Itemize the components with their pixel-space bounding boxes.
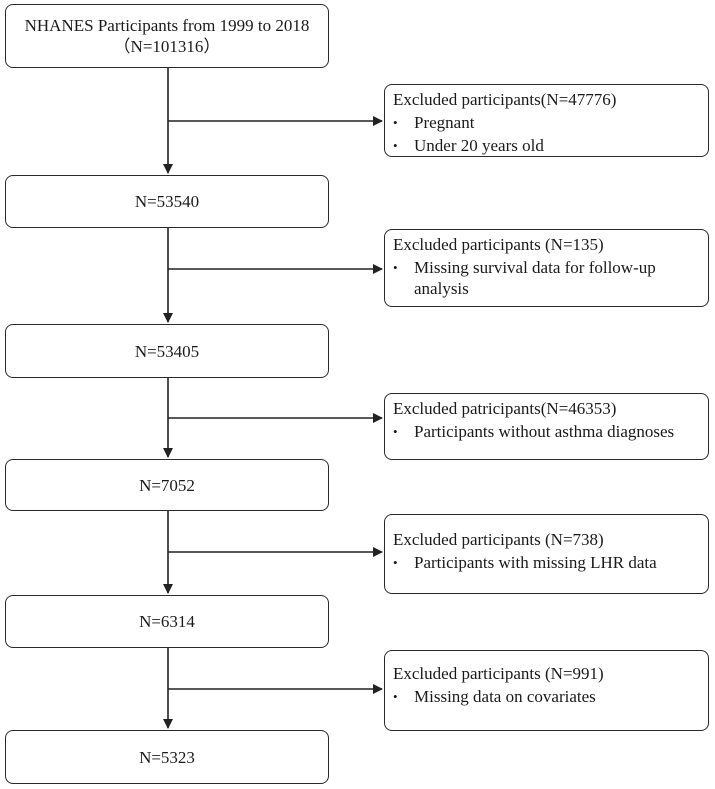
exclusion-item: •Missing data on covariates xyxy=(393,687,596,706)
exclusion-box-2: Excluded participants (N=135) •Missing s… xyxy=(384,229,709,307)
result-count-2: N=53405 xyxy=(134,341,200,361)
start-title: NHANES Participants from 1999 to 2018 xyxy=(24,16,310,35)
start-count: （N=101316） xyxy=(113,37,221,56)
bullet-icon: • xyxy=(393,555,398,570)
bullet-icon: • xyxy=(393,424,398,439)
result-count-5: N=5323 xyxy=(139,747,195,767)
result-count-3: N=7052 xyxy=(139,475,195,495)
result-box-1: N=53540 xyxy=(5,175,329,228)
exclusion-item: •Participants with missing LHR data xyxy=(393,553,657,572)
exclusion-title-4: Excluded participants (N=738) xyxy=(393,530,604,549)
exclusion-title-3: Excluded patricipants(N=46353) xyxy=(393,399,617,418)
exclusion-box-4: Excluded participants (N=738) •Participa… xyxy=(384,514,709,594)
result-box-3: N=7052 xyxy=(5,459,329,511)
bullet-icon: • xyxy=(393,689,398,704)
result-count-1: N=53540 xyxy=(134,192,200,211)
start-box: NHANES Participants from 1999 to 2018 （N… xyxy=(5,4,329,68)
exclusion-box-1: Excluded participants(N=47776) •Pregnant… xyxy=(384,84,709,157)
bullet-icon: • xyxy=(393,115,398,130)
exclusion-item: •Participants without asthma diagnoses xyxy=(393,422,675,441)
exclusion-title-1: Excluded participants(N=47776) xyxy=(393,90,617,109)
bullet-icon: • xyxy=(393,138,398,153)
bullet-icon: • xyxy=(393,260,398,275)
result-count-4: N=6314 xyxy=(139,612,195,631)
exclusion-item: •Under 20 years old xyxy=(393,136,544,155)
result-box-4: N=6314 xyxy=(5,595,329,648)
exclusion-item: •Missing survival data for follow-up ana… xyxy=(393,258,656,298)
result-box-2: N=53405 xyxy=(5,324,329,378)
result-box-5: N=5323 xyxy=(5,730,329,784)
exclusion-item: •Pregnant xyxy=(393,113,475,132)
exclusion-title-5: Excluded participants (N=991) xyxy=(393,664,604,683)
exclusion-box-5: Excluded participants (N=991) •Missing d… xyxy=(384,650,709,731)
exclusion-box-3: Excluded patricipants(N=46353) •Particip… xyxy=(384,393,709,460)
exclusion-title-2: Excluded participants (N=135) xyxy=(393,235,604,254)
